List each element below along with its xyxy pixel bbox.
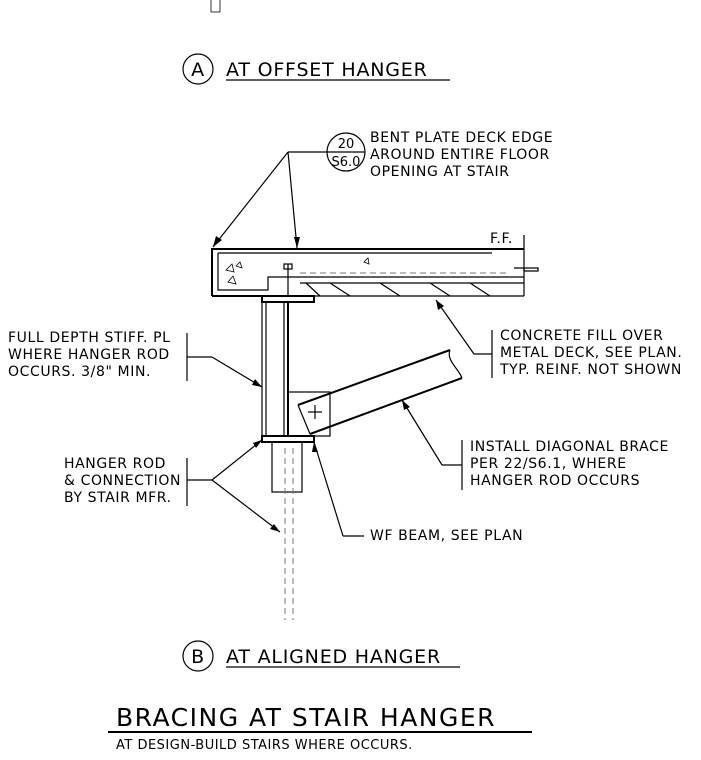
brace-note: INSTALL DIAGONAL BRACE PER 22/S6.1, WHER… — [401, 399, 669, 490]
stiffener-note: FULL DEPTH STIFF. PL WHERE HANGER ROD OC… — [8, 330, 263, 388]
hanger-rod — [271, 441, 303, 620]
section-ref-sheet: S6.0 — [332, 155, 361, 170]
detail-a-title: AT OFFSET HANGER — [226, 59, 428, 81]
drawing-title: BRACING AT STAIR HANGER — [116, 703, 496, 732]
bent-plate-note: BENT PLATE DECK EDGE AROUND ENTIRE FLOOR… — [370, 130, 553, 180]
svg-text:TYP. REINF. NOT SHOWN: TYP. REINF. NOT SHOWN — [499, 362, 682, 378]
detail-b-tag-circle — [182, 640, 214, 672]
detail-b-title: AT ALIGNED HANGER — [226, 646, 441, 668]
svg-text:HANGER ROD: HANGER ROD — [64, 456, 166, 472]
section-ref-bubble: 20 S6.0 — [326, 132, 366, 172]
svg-text:PER 22/S6.1, WHERE: PER 22/S6.1, WHERE — [470, 456, 627, 472]
concrete-slab — [211, 235, 539, 297]
bent-plate-leaders — [212, 151, 327, 249]
svg-text:& CONNECTION: & CONNECTION — [64, 473, 181, 489]
brace-clip-plate — [287, 391, 331, 437]
drawing-subtitle: AT DESIGN-BUILD STAIRS WHERE OCCURS. — [116, 738, 413, 753]
concrete-note: CONCRETE FILL OVER METAL DECK, SEE PLAN.… — [435, 299, 682, 378]
wf-beam-note: WF BEAM, SEE PLAN — [312, 441, 523, 544]
detail-a-tag: A — [191, 59, 205, 81]
svg-text:FULL DEPTH STIFF. PL: FULL DEPTH STIFF. PL — [8, 330, 171, 346]
ff-label: F.F. — [490, 231, 513, 247]
detail-b-label: B AT ALIGNED HANGER — [182, 640, 460, 672]
svg-text:OCCURS. 3/8" MIN.: OCCURS. 3/8" MIN. — [8, 364, 151, 380]
svg-text:METAL DECK, SEE PLAN.: METAL DECK, SEE PLAN. — [500, 345, 682, 361]
diagonal-brace — [297, 349, 463, 435]
svg-text:WHERE HANGER ROD: WHERE HANGER ROD — [8, 347, 170, 363]
svg-text:OPENING AT STAIR: OPENING AT STAIR — [370, 164, 510, 180]
svg-text:CONCRETE FILL OVER: CONCRETE FILL OVER — [500, 328, 663, 344]
svg-text:WF BEAM, SEE PLAN: WF BEAM, SEE PLAN — [370, 528, 523, 544]
upper-rod-stub — [210, 0, 221, 13]
svg-text:AROUND ENTIRE FLOOR: AROUND ENTIRE FLOOR — [370, 147, 550, 163]
drawing-title-block: BRACING AT STAIR HANGER AT DESIGN-BUILD … — [108, 703, 532, 753]
svg-text:INSTALL DIAGONAL BRACE: INSTALL DIAGONAL BRACE — [470, 439, 669, 455]
svg-text:BENT PLATE DECK EDGE: BENT PLATE DECK EDGE — [370, 130, 553, 146]
detail-a-tag-circle — [182, 53, 214, 85]
svg-text:HANGER ROD OCCURS: HANGER ROD OCCURS — [470, 473, 640, 489]
detail-b-tag: B — [191, 646, 205, 668]
section-ref-number: 20 — [338, 137, 355, 152]
svg-text:BY STAIR MFR.: BY STAIR MFR. — [64, 490, 172, 506]
hanger-rod-note: HANGER ROD & CONNECTION BY STAIR MFR. — [64, 439, 281, 533]
detail-a-label: A AT OFFSET HANGER — [182, 53, 450, 85]
